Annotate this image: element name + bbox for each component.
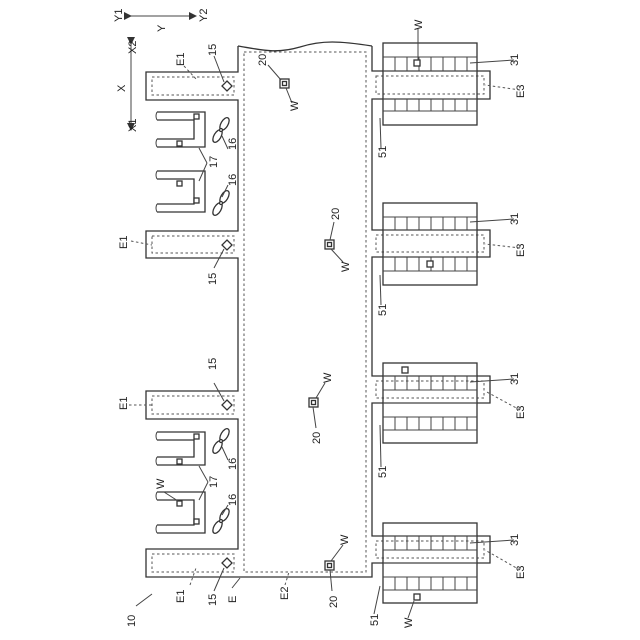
label-10: 10 bbox=[126, 615, 138, 627]
axis-x-label: X bbox=[116, 84, 128, 92]
port-station-3 bbox=[383, 363, 477, 443]
label-e3: E3 bbox=[515, 566, 527, 579]
vehicle bbox=[280, 79, 289, 88]
label-31: 31 bbox=[509, 534, 521, 546]
label-15: 15 bbox=[207, 358, 219, 370]
break-marks bbox=[156, 112, 157, 212]
diamond-marker-icon bbox=[222, 558, 232, 568]
slot-marker bbox=[177, 459, 182, 464]
label-15: 15 bbox=[207, 594, 219, 606]
label-e1: E1 bbox=[118, 236, 130, 249]
axis-y-label: Y bbox=[156, 24, 168, 32]
vehicle bbox=[325, 561, 334, 570]
slot-marker bbox=[177, 181, 182, 186]
slot-marker bbox=[194, 114, 199, 119]
port-zone-e3-2 bbox=[376, 235, 484, 252]
label-e1: E1 bbox=[175, 53, 187, 66]
port-zone-e3-1 bbox=[376, 76, 484, 94]
u-unit bbox=[157, 171, 205, 212]
axis-x2-label: X2 bbox=[127, 41, 139, 54]
processing-units-upper bbox=[156, 112, 205, 212]
label-17: 17 bbox=[208, 156, 220, 168]
label-51: 51 bbox=[369, 614, 381, 626]
fan-icon bbox=[211, 507, 231, 535]
diamond-marker-icon bbox=[222, 81, 232, 91]
break-line bbox=[238, 42, 372, 51]
label-31: 31 bbox=[509, 54, 521, 66]
transfer-chamber-outline bbox=[146, 42, 490, 577]
label-w: W bbox=[339, 534, 351, 545]
label-e: E bbox=[227, 596, 239, 603]
slot-marker bbox=[194, 198, 199, 203]
slot-marker bbox=[177, 501, 182, 506]
axis-y1-label: Y1 bbox=[113, 9, 125, 22]
label-e3: E3 bbox=[515, 244, 527, 257]
diamond-marker-icon bbox=[222, 240, 232, 250]
fan-icon bbox=[211, 189, 231, 217]
leader-lines bbox=[129, 29, 520, 618]
diamond-marker-icon bbox=[222, 400, 232, 410]
u-unit bbox=[157, 492, 205, 533]
slot-marker bbox=[194, 519, 199, 524]
label-16: 16 bbox=[227, 174, 239, 186]
label-e3: E3 bbox=[515, 406, 527, 419]
label-e3: E3 bbox=[515, 85, 527, 98]
fan-icon bbox=[211, 427, 231, 455]
label-51: 51 bbox=[377, 466, 389, 478]
label-31: 31 bbox=[509, 373, 521, 385]
label-w: W bbox=[155, 478, 167, 489]
label-w: W bbox=[322, 372, 334, 383]
label-31: 31 bbox=[509, 213, 521, 225]
label-w: W bbox=[413, 19, 425, 30]
port-station-2 bbox=[383, 203, 477, 285]
label-20: 20 bbox=[330, 208, 342, 220]
label-e2: E2 bbox=[279, 587, 291, 600]
label-51: 51 bbox=[377, 304, 389, 316]
label-w: W bbox=[289, 100, 301, 111]
vehicle bbox=[325, 240, 334, 249]
label-16: 16 bbox=[227, 494, 239, 506]
label-e1: E1 bbox=[175, 590, 187, 603]
label-20: 20 bbox=[311, 432, 323, 444]
label-e1: E1 bbox=[118, 397, 130, 410]
label-20: 20 bbox=[257, 54, 269, 66]
axis-x1-label: X1 bbox=[127, 119, 139, 132]
label-w: W bbox=[403, 617, 415, 628]
label-51: 51 bbox=[377, 146, 389, 158]
label-20: 20 bbox=[328, 596, 340, 608]
axis-y2-label: Y2 bbox=[198, 9, 210, 22]
port-station-4 bbox=[383, 523, 477, 603]
label-16: 16 bbox=[227, 458, 239, 470]
port-station-1 bbox=[383, 43, 477, 125]
label-15: 15 bbox=[207, 44, 219, 56]
vehicles-20 bbox=[280, 79, 334, 570]
vehicle bbox=[309, 398, 318, 407]
slot-marker bbox=[194, 434, 199, 439]
label-w: W bbox=[340, 261, 352, 272]
label-17: 17 bbox=[208, 476, 220, 488]
label-16: 16 bbox=[227, 138, 239, 150]
corridor-zone-e2 bbox=[244, 52, 366, 572]
label-15: 15 bbox=[207, 273, 219, 285]
slot-marker bbox=[177, 141, 182, 146]
